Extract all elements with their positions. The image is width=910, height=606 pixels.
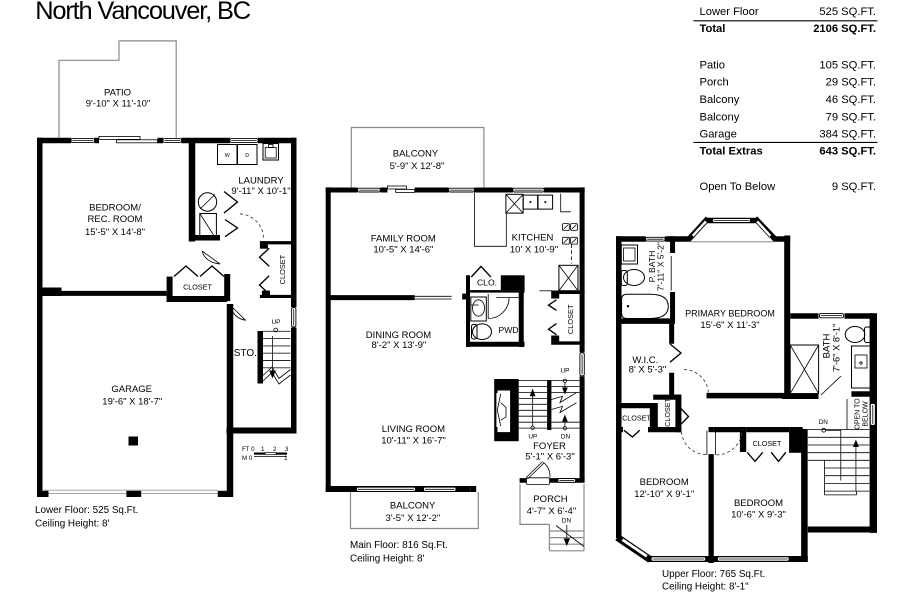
svg-text:BALCONY: BALCONY bbox=[390, 501, 436, 512]
svg-text:Balcony: Balcony bbox=[700, 111, 740, 123]
svg-text:CLOSET: CLOSET bbox=[278, 254, 287, 284]
svg-text:D: D bbox=[245, 153, 249, 159]
svg-text:Total: Total bbox=[700, 23, 726, 35]
svg-text:1: 1 bbox=[284, 455, 288, 462]
svg-text:9'-11" X 10'-1": 9'-11" X 10'-1" bbox=[231, 186, 290, 197]
svg-text:UP: UP bbox=[561, 368, 570, 375]
svg-text:15'-6" X 11'-3": 15'-6" X 11'-3" bbox=[700, 320, 759, 331]
svg-text:PORCH: PORCH bbox=[533, 494, 567, 505]
svg-text:Total Extras: Total Extras bbox=[700, 145, 763, 157]
svg-text:BEDROOM: BEDROOM bbox=[734, 498, 783, 509]
svg-text:19'-6" X 18'-7": 19'-6" X 18'-7" bbox=[102, 397, 162, 408]
svg-text:8'-2" X 13'-9": 8'-2" X 13'-9" bbox=[372, 340, 427, 351]
svg-text:DN: DN bbox=[562, 518, 572, 525]
svg-text:PWD.: PWD. bbox=[498, 325, 520, 335]
svg-text:9'-10" X 11'-10": 9'-10" X 11'-10" bbox=[86, 99, 151, 110]
svg-text:8' X 5'-3": 8' X 5'-3" bbox=[629, 365, 667, 376]
svg-text:9 SQ.FT.: 9 SQ.FT. bbox=[832, 181, 876, 193]
svg-text:W.I.C.: W.I.C. bbox=[632, 355, 658, 366]
svg-text:CLOSET: CLOSET bbox=[622, 413, 651, 422]
svg-text:Open To Below: Open To Below bbox=[700, 181, 777, 193]
svg-text:Upper Floor: 765 Sq.Ft.: Upper Floor: 765 Sq.Ft. bbox=[662, 569, 765, 580]
svg-text:Garage: Garage bbox=[700, 129, 737, 141]
svg-text:643 SQ.FT.: 643 SQ.FT. bbox=[819, 145, 876, 157]
svg-text:46 SQ.FT.: 46 SQ.FT. bbox=[826, 94, 876, 106]
svg-text:BATH: BATH bbox=[822, 334, 833, 359]
svg-text:79 SQ.FT.: 79 SQ.FT. bbox=[826, 111, 876, 123]
svg-text:LAUNDRY: LAUNDRY bbox=[238, 176, 284, 187]
svg-text:UP: UP bbox=[528, 434, 537, 441]
svg-text:1: 1 bbox=[261, 446, 265, 453]
svg-text:384 SQ.FT.: 384 SQ.FT. bbox=[819, 129, 876, 141]
svg-text:FOYER: FOYER bbox=[533, 441, 566, 452]
svg-text:UP: UP bbox=[272, 319, 281, 326]
svg-text:525 SQ.FT.: 525 SQ.FT. bbox=[819, 6, 876, 18]
svg-text:12'-10" X 9'-1": 12'-10" X 9'-1" bbox=[634, 489, 694, 500]
svg-text:4'-7" X 6'-4": 4'-7" X 6'-4" bbox=[527, 506, 576, 517]
svg-text:Lower Floor: Lower Floor bbox=[700, 6, 759, 18]
svg-text:2106 SQ.FT.: 2106 SQ.FT. bbox=[813, 23, 876, 35]
svg-text:PRIMARY BEDROOM: PRIMARY BEDROOM bbox=[685, 309, 775, 319]
svg-text:CLOSET: CLOSET bbox=[566, 304, 575, 334]
svg-text:BEDROOM: BEDROOM bbox=[640, 477, 689, 488]
svg-text:2: 2 bbox=[273, 446, 277, 453]
svg-text:BEDROOM/: BEDROOM/ bbox=[89, 203, 141, 214]
svg-text:CLOSET: CLOSET bbox=[753, 439, 782, 448]
svg-text:DN: DN bbox=[819, 419, 829, 426]
svg-text:Ceiling Height: 8': Ceiling Height: 8' bbox=[350, 554, 424, 565]
svg-text:W: W bbox=[225, 153, 230, 159]
svg-text:REC. ROOM: REC. ROOM bbox=[88, 214, 143, 225]
svg-text:Main Floor: 816 Sq.Ft.: Main Floor: 816 Sq.Ft. bbox=[350, 540, 448, 551]
svg-text:Ceiling Height: 8'-1": Ceiling Height: 8'-1" bbox=[662, 581, 749, 592]
svg-text:DINING ROOM: DINING ROOM bbox=[366, 330, 432, 341]
svg-text:10' X 10'-9": 10' X 10'-9" bbox=[510, 245, 558, 256]
svg-text:105 SQ.FT.: 105 SQ.FT. bbox=[819, 60, 876, 72]
svg-text:CLOSET: CLOSET bbox=[663, 397, 672, 426]
svg-text:10'-11" X 16'-7": 10'-11" X 16'-7" bbox=[381, 436, 446, 447]
svg-text:CLO.: CLO. bbox=[477, 278, 497, 288]
svg-text:3'-5" X 12'-2": 3'-5" X 12'-2" bbox=[386, 513, 441, 524]
svg-text:CLOSET: CLOSET bbox=[183, 283, 212, 292]
svg-text:GARAGE: GARAGE bbox=[111, 384, 152, 395]
svg-text:10'-5" X 14'-6": 10'-5" X 14'-6" bbox=[373, 245, 433, 256]
svg-text:LIVING ROOM: LIVING ROOM bbox=[382, 424, 445, 435]
svg-text:BELOW: BELOW bbox=[863, 401, 870, 427]
svg-text:BALCONY: BALCONY bbox=[393, 149, 439, 160]
svg-text:7'-11" X 5'-2": 7'-11" X 5'-2" bbox=[656, 242, 666, 291]
svg-text:Patio: Patio bbox=[700, 60, 726, 72]
svg-text:FAMILY ROOM: FAMILY ROOM bbox=[371, 233, 436, 244]
svg-text:Ceiling Height: 8': Ceiling Height: 8' bbox=[35, 519, 109, 530]
svg-text:Balcony: Balcony bbox=[700, 94, 740, 106]
svg-text:STO.: STO. bbox=[234, 348, 257, 359]
svg-text:PATIO: PATIO bbox=[104, 88, 131, 99]
svg-text:15'-5" X 14'-8": 15'-5" X 14'-8" bbox=[85, 227, 145, 238]
svg-text:M 0: M 0 bbox=[242, 455, 253, 462]
svg-text:3: 3 bbox=[285, 446, 289, 453]
svg-text:North Vancouver, BC: North Vancouver, BC bbox=[35, 0, 251, 25]
svg-text:29 SQ.FT.: 29 SQ.FT. bbox=[826, 77, 876, 89]
svg-text:5'-1" X 6'-3": 5'-1" X 6'-3" bbox=[525, 452, 574, 463]
svg-text:DN: DN bbox=[561, 434, 571, 441]
svg-text:5'-9" X 12'-8": 5'-9" X 12'-8" bbox=[390, 161, 445, 172]
svg-text:KITCHEN: KITCHEN bbox=[512, 233, 554, 244]
svg-text:OPEN TO: OPEN TO bbox=[854, 398, 861, 430]
svg-text:FT 0: FT 0 bbox=[242, 446, 255, 453]
svg-text:P. BATH: P. BATH bbox=[647, 251, 657, 283]
svg-text:Lower Floor: 525 Sq.Ft.: Lower Floor: 525 Sq.Ft. bbox=[35, 505, 138, 516]
svg-text:10'-6" X 9'-3": 10'-6" X 9'-3" bbox=[731, 510, 786, 521]
svg-text:7'-6" X 8'-1": 7'-6" X 8'-1" bbox=[831, 324, 841, 372]
svg-text:Porch: Porch bbox=[700, 77, 729, 89]
